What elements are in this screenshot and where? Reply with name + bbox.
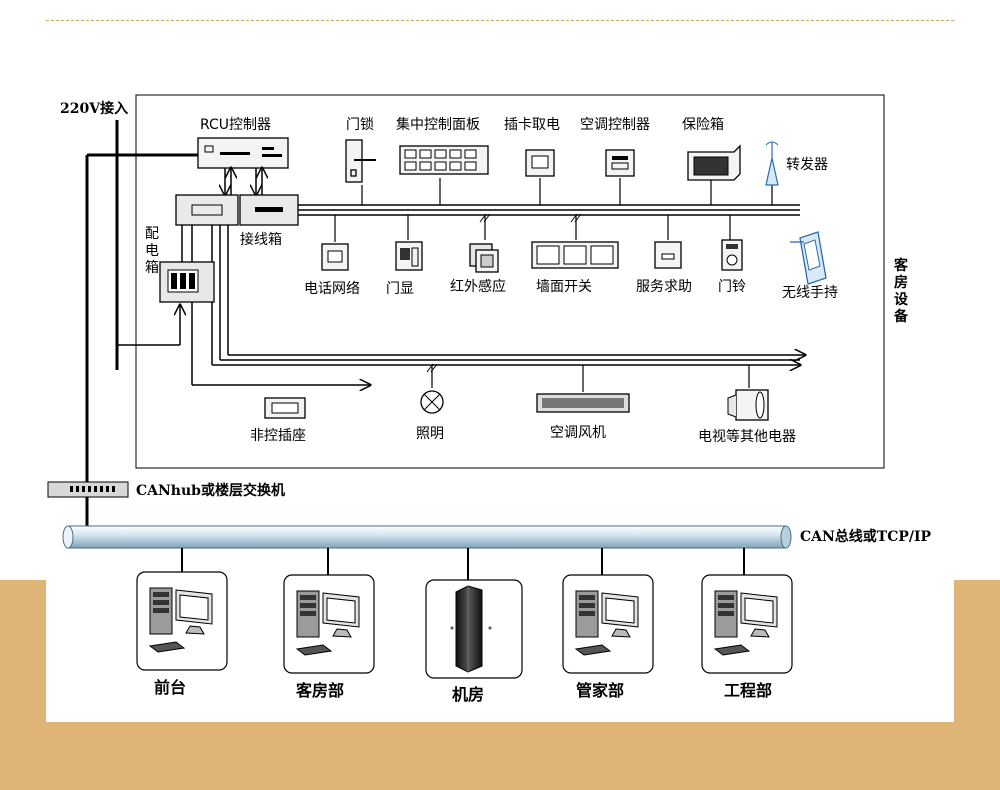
dept-engineering: 工程部 bbox=[724, 681, 773, 700]
power-input-label: 220V接入 bbox=[60, 101, 129, 117]
doorbell-icon bbox=[721, 239, 743, 271]
socket-label: 非控插座 bbox=[250, 428, 306, 444]
infrared-sensor-icon bbox=[469, 243, 499, 273]
central-panel-label: 集中控制面板 bbox=[396, 117, 480, 133]
wireless-handheld-label: 无线手持 bbox=[782, 285, 838, 301]
central-panel-icon bbox=[399, 145, 489, 175]
infrared-sensor-label: 红外感应 bbox=[450, 279, 506, 295]
ac-fan-icon bbox=[536, 393, 630, 413]
room-equipment-label: 客房设备 bbox=[894, 258, 908, 325]
ac-fan-label: 空调风机 bbox=[550, 425, 606, 441]
repeater-label: 转发器 bbox=[786, 157, 828, 173]
lighting-label: 照明 bbox=[416, 426, 444, 442]
junction-box-label: 接线箱 bbox=[240, 232, 282, 248]
tv-appliances-label: 电视等其他电器 bbox=[698, 429, 796, 445]
repeater-icon bbox=[765, 141, 779, 186]
distribution-box-icon bbox=[159, 261, 215, 303]
junction-box-icon bbox=[175, 194, 299, 226]
lighting-icon bbox=[420, 390, 444, 414]
door-display-icon bbox=[395, 241, 423, 271]
phone-network-icon bbox=[321, 243, 349, 271]
dept-butler: 管家部 bbox=[576, 681, 625, 700]
safe-box-icon bbox=[687, 144, 741, 181]
service-call-label: 服务求助 bbox=[636, 279, 692, 295]
wall-switch-label: 墙面开关 bbox=[536, 279, 592, 295]
ac-controller-label: 空调控制器 bbox=[580, 117, 650, 133]
room-boundary bbox=[135, 94, 885, 469]
workstation-icon bbox=[148, 587, 213, 653]
service-call-icon bbox=[654, 241, 682, 269]
dept-housekeeping: 客房部 bbox=[296, 681, 345, 700]
bus-label: CAN总线或TCP/IP bbox=[800, 529, 932, 545]
dept-front-desk: 前台 bbox=[154, 678, 187, 697]
distribution-box-label: 配电箱 bbox=[145, 226, 159, 276]
can-bus-pipe bbox=[62, 525, 792, 549]
dept-server-room: 机房 bbox=[452, 685, 485, 704]
doorbell-label: 门铃 bbox=[718, 279, 746, 295]
card-power-icon bbox=[525, 149, 555, 177]
phone-network-label: 电话网络 bbox=[304, 281, 360, 297]
television-icon bbox=[727, 389, 769, 421]
canhub-label: CANhub或楼层交换机 bbox=[136, 483, 285, 499]
server-rack-icon bbox=[450, 585, 492, 673]
wireless-handheld-icon bbox=[790, 231, 827, 285]
canhub-icon bbox=[47, 481, 129, 498]
rcu-label: RCU控制器 bbox=[200, 117, 272, 133]
door-display-label: 门显 bbox=[386, 281, 414, 297]
card-power-label: 插卡取电 bbox=[504, 117, 560, 133]
top-divider bbox=[46, 20, 954, 21]
safe-box-label: 保险箱 bbox=[682, 117, 724, 133]
door-lock-label: 门锁 bbox=[346, 117, 374, 133]
wall-switch-icon bbox=[531, 241, 619, 269]
door-lock-icon bbox=[345, 139, 376, 183]
socket-icon bbox=[264, 397, 306, 419]
ac-controller-icon bbox=[605, 149, 635, 177]
rcu-controller-icon bbox=[197, 137, 289, 169]
